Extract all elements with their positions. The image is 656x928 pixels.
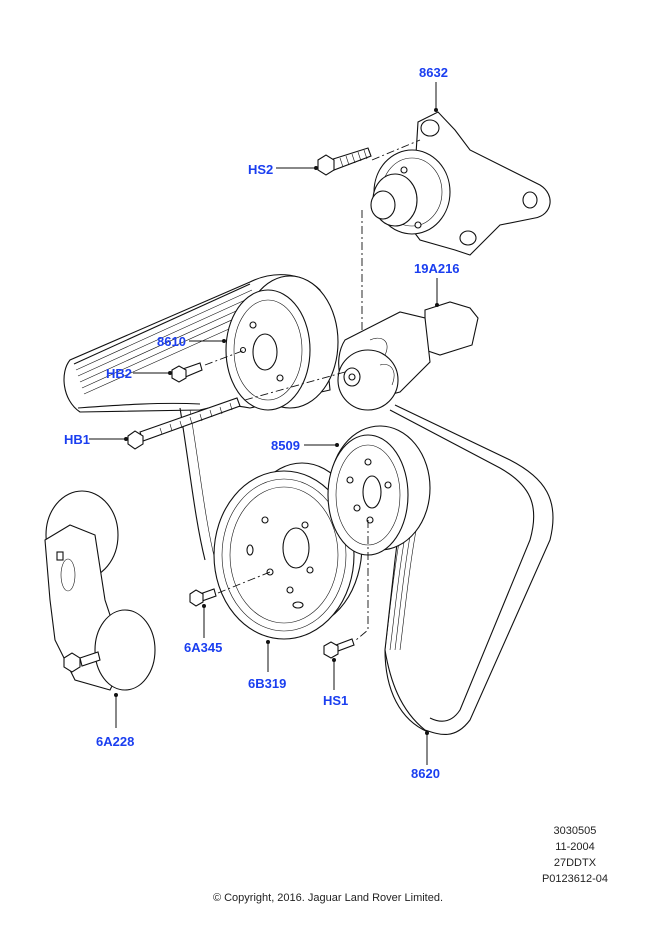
bracket-8632 (370, 111, 551, 256)
lower-belt (384, 404, 554, 735)
callout-HS2: HS2 (248, 162, 274, 177)
drawing-reference-block: 3030505 11-2004 27DDTX P0123612-04 (542, 823, 608, 887)
reference-number: 3030505 (553, 825, 597, 837)
bolt-hs1 (323, 638, 355, 659)
leader-lines (89, 82, 439, 765)
pulley-8610 (225, 275, 339, 411)
callout-6B319: 6B319 (248, 676, 287, 691)
bolt-hb1 (127, 397, 241, 450)
bolt-6A345 (189, 588, 217, 607)
callout-6A228: 6A228 (96, 734, 135, 749)
callout-HS1: HS1 (323, 693, 349, 708)
callout-HB1: HB1 (64, 432, 91, 447)
callout-8509: 8509 (271, 438, 300, 453)
callout-8632: 8632 (419, 65, 448, 80)
callout-8620: 8620 (411, 766, 440, 781)
callout-HB2: HB2 (106, 366, 133, 381)
reference-date: 11-2004 (555, 841, 595, 853)
bolt-hs2 (317, 147, 372, 176)
pulley-8509 (327, 425, 431, 556)
reference-model-code: 27DDTX (553, 857, 597, 869)
copyright-notice: © Copyright, 2016. Jaguar Land Rover Lim… (212, 892, 444, 904)
tensioner-6A228 (44, 490, 156, 691)
callout-8610: 8610 (157, 334, 186, 349)
reference-illustration-id: P0123612-04 (541, 873, 608, 885)
callout-19A216: 19A216 (414, 261, 460, 276)
callout-6A345: 6A345 (184, 640, 223, 655)
tensioner-19A216 (337, 301, 479, 411)
bolt-hb2 (171, 362, 203, 383)
assembly-centerlines (204, 139, 421, 641)
